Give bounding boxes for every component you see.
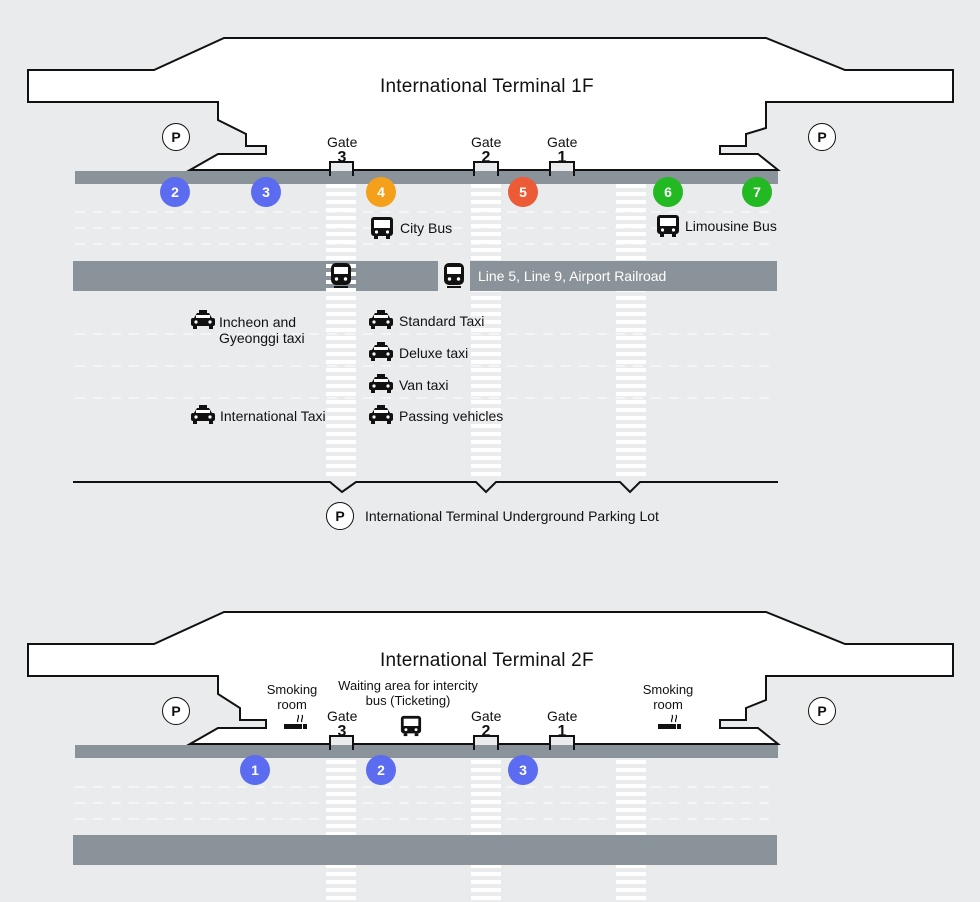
train-icon bbox=[444, 263, 464, 288]
crosswalk-gate-2 bbox=[471, 184, 501, 480]
parking-icon[interactable]: P bbox=[162, 123, 190, 151]
stop-badge[interactable]: 4 bbox=[366, 177, 396, 207]
floor2-lane-markings bbox=[75, 786, 777, 820]
rail-band bbox=[73, 261, 777, 291]
floor2-road-band bbox=[73, 835, 777, 865]
bus-icon bbox=[400, 715, 422, 737]
international-taxi-label: International Taxi bbox=[220, 408, 326, 424]
stop-badge[interactable]: 3 bbox=[508, 755, 538, 785]
underground-parking-label: International Terminal Underground Parki… bbox=[365, 508, 659, 524]
floor2-curb bbox=[75, 745, 778, 758]
parking-icon[interactable]: P bbox=[808, 697, 836, 725]
bus-icon bbox=[371, 217, 393, 239]
taxi-icon bbox=[369, 374, 393, 393]
taxi-icon bbox=[369, 310, 393, 329]
stop-badge[interactable]: 2 bbox=[366, 755, 396, 785]
rail-label: Line 5, Line 9, Airport Railroad bbox=[478, 268, 667, 284]
city-bus-label: City Bus bbox=[400, 220, 453, 236]
deluxe-taxi-label: Deluxe taxi bbox=[399, 345, 469, 361]
train-icon bbox=[331, 263, 351, 288]
van-taxi-label: Van taxi bbox=[399, 377, 449, 393]
crosswalk-gate-1 bbox=[616, 184, 646, 480]
standard-taxi-label: Standard Taxi bbox=[399, 313, 485, 329]
floor1-curb bbox=[75, 171, 778, 184]
floor1-lane-markings bbox=[75, 211, 777, 399]
stop-badge[interactable]: 7 bbox=[742, 177, 772, 207]
parking-icon[interactable]: P bbox=[808, 123, 836, 151]
taxi-icon bbox=[191, 310, 215, 329]
floor2-title: International Terminal 2F bbox=[380, 650, 594, 671]
bus-icon bbox=[657, 215, 679, 237]
floor1-title: International Terminal 1F bbox=[380, 76, 594, 97]
stop-badge[interactable]: 2 bbox=[160, 177, 190, 207]
stop-badge[interactable]: 5 bbox=[508, 177, 538, 207]
crosswalk-gate-3 bbox=[326, 184, 356, 480]
taxi-icon bbox=[191, 405, 215, 424]
stop-badge[interactable]: 6 bbox=[653, 177, 683, 207]
floor1-road-edge bbox=[73, 481, 778, 494]
smoking-icon bbox=[284, 714, 307, 729]
passing-vehicles-label: Passing vehicles bbox=[399, 408, 504, 424]
parking-icon[interactable]: P bbox=[326, 502, 354, 530]
taxi-icon bbox=[369, 405, 393, 424]
stop-badge[interactable]: 3 bbox=[251, 177, 281, 207]
parking-icon[interactable]: P bbox=[162, 697, 190, 725]
floor2-map bbox=[27, 611, 954, 902]
limousine-bus-label: Limousine Bus bbox=[685, 218, 777, 234]
smoking-icon bbox=[658, 714, 681, 729]
taxi-icon bbox=[369, 342, 393, 361]
stop-badge[interactable]: 1 bbox=[240, 755, 270, 785]
